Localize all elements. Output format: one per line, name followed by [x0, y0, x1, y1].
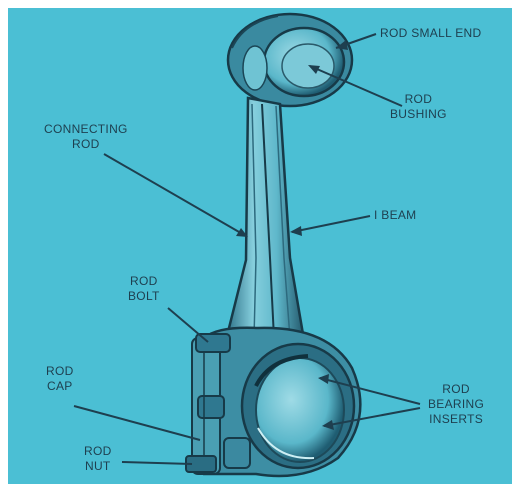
leader-connecting-rod: [104, 154, 246, 236]
leader-i-beam: [292, 216, 370, 232]
label-rod-nut-line2: NUT: [84, 459, 112, 474]
diagram-panel: ROD SMALL END ROD BUSHING CONNECTING ROD…: [8, 8, 512, 484]
label-rod-bolt: ROD BOLT: [128, 274, 160, 304]
label-rod-bearing-inserts-line2: BEARING: [428, 397, 484, 412]
label-rod-bushing-line2: BUSHING: [390, 107, 447, 122]
label-rod-cap-line1: ROD: [46, 364, 74, 379]
leader-rod-nut: [122, 462, 192, 464]
label-connecting-rod: CONNECTING ROD: [44, 122, 128, 152]
label-rod-bearing-inserts: ROD BEARING INSERTS: [428, 382, 484, 427]
rod-small-end-shape: [228, 14, 352, 106]
label-connecting-rod-line2: ROD: [44, 137, 128, 152]
label-rod-bolt-line2: BOLT: [128, 289, 160, 304]
label-rod-cap-line2: CAP: [46, 379, 74, 394]
leader-rod-bolt: [168, 308, 208, 342]
label-rod-nut: ROD NUT: [84, 444, 112, 474]
label-connecting-rod-line1: CONNECTING: [44, 122, 128, 137]
label-i-beam: I BEAM: [374, 208, 416, 223]
label-rod-small-end-line1: ROD SMALL END: [380, 26, 481, 41]
label-i-beam-line1: I BEAM: [374, 208, 416, 223]
i-beam-shank-shape: [226, 98, 304, 340]
label-rod-bolt-line1: ROD: [128, 274, 160, 289]
label-rod-bushing: ROD BUSHING: [390, 92, 447, 122]
label-rod-bushing-line1: ROD: [390, 92, 447, 107]
label-rod-small-end: ROD SMALL END: [380, 26, 481, 41]
arrowhead-i-beam: [290, 226, 302, 236]
label-rod-cap: ROD CAP: [46, 364, 74, 394]
label-rod-bearing-inserts-line1: ROD: [428, 382, 484, 397]
label-rod-bearing-inserts-line3: INSERTS: [428, 412, 484, 427]
leader-rod-cap: [74, 406, 200, 440]
label-rod-nut-line1: ROD: [84, 444, 112, 459]
